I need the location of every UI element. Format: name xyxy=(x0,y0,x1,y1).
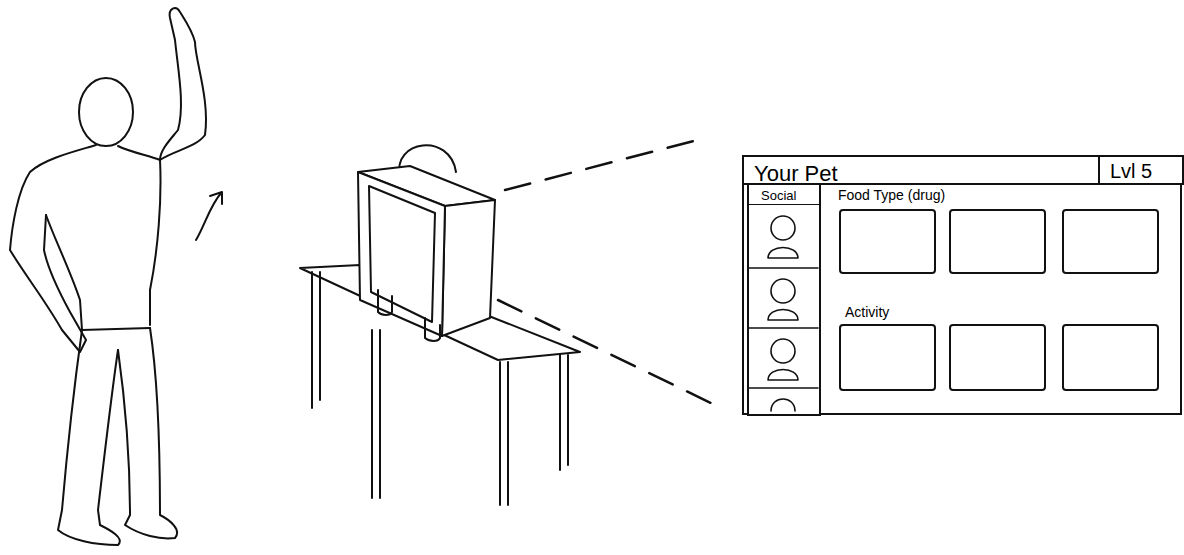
social-column: Social xyxy=(747,183,821,416)
node-text: Social xyxy=(761,189,796,202)
node-text: Lvl 5 xyxy=(1110,161,1152,181)
social-header-rule xyxy=(749,204,819,205)
table-sketch xyxy=(300,265,580,505)
view-leader-lines xyxy=(498,138,715,405)
ui-panel: Your Pet Lvl 5 Social xyxy=(742,155,1182,415)
section-label: Food Type (drug) xyxy=(838,188,945,202)
person-sketch xyxy=(10,8,222,545)
header-rule xyxy=(744,183,1180,185)
robot-sketch xyxy=(358,145,495,341)
section-label: Activity xyxy=(845,305,889,319)
level-box: Lvl 5 xyxy=(1098,155,1184,185)
node-text: Your Pet xyxy=(754,163,838,185)
